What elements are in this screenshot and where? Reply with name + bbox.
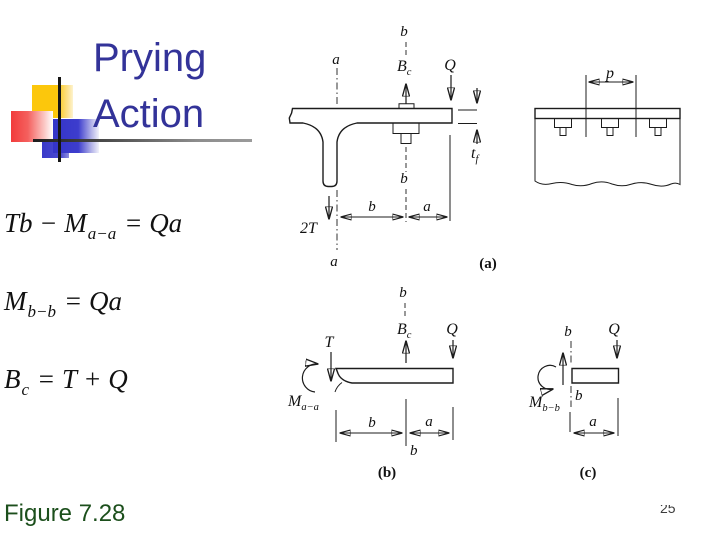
flange-fillet-tail	[334, 382, 343, 393]
title-line-1: Prying	[93, 36, 207, 80]
label-bolt-force-bc: Bc	[397, 321, 412, 341]
label-t-force: T	[325, 334, 335, 351]
plate-body-torn	[534, 118, 681, 187]
diagram-b: b Bc Q T Ma−a b a b (b)	[287, 285, 458, 481]
plan-bolt-1	[554, 119, 572, 136]
page-number: 25	[660, 505, 676, 516]
label-b-axis-bottom: b	[410, 443, 418, 459]
dim-label-b: b	[368, 415, 376, 431]
bolt-nut	[601, 119, 619, 128]
caption-a: (a)	[479, 256, 497, 272]
equation-moment-bb: Mb−b= Qa	[4, 286, 122, 321]
label-q-force: Q	[444, 57, 456, 74]
bolt-shank	[654, 127, 662, 136]
equation-bolt-force: Bc= T + Q	[4, 364, 128, 399]
bolt-shank	[559, 127, 567, 136]
bolt-nut	[392, 123, 420, 134]
label-moment-mbb: Mb−b	[528, 394, 560, 414]
dim-label-a: a	[423, 199, 431, 215]
figure-7-28-diagram: a b Bc Q b	[287, 24, 681, 481]
bolt-nut	[554, 119, 572, 128]
equation-prying-moment-aa: Tb − Ma−a= Qa	[4, 208, 183, 243]
label-q-force: Q	[608, 321, 620, 338]
diagram-a: a b Bc Q b	[288, 24, 497, 272]
bolt-shank	[606, 127, 614, 136]
diagram-bolt-pitch: p	[534, 65, 681, 187]
caption-c: (c)	[580, 465, 597, 481]
plate-flange	[534, 107, 681, 120]
moment-arc-mbb	[537, 364, 557, 389]
label-b-axis-top: b	[400, 24, 408, 40]
plan-bolt-3	[649, 119, 667, 136]
moment-arc-maa	[301, 364, 318, 393]
plan-bolt-2	[601, 119, 619, 136]
title-line-2: Action	[93, 92, 205, 136]
tee-section-outline	[288, 107, 453, 188]
label-b-axis-top: b	[564, 324, 572, 340]
bolt-head	[398, 103, 415, 108]
label-moment-maa: Ma−a	[287, 393, 319, 413]
dim-label-a: a	[589, 414, 597, 430]
ornament-red-square	[11, 111, 53, 142]
label-bolt-force-bc: Bc	[397, 58, 412, 78]
flange-tip-strip	[571, 367, 620, 384]
diagram-c: b Q Mb−b b a (c)	[528, 321, 620, 481]
label-q-force: Q	[446, 321, 458, 338]
dim-label-a: a	[425, 414, 433, 430]
label-p-pitch: p	[605, 65, 614, 82]
label-b-axis-mid: b	[400, 171, 408, 187]
label-b-axis-bottom: b	[575, 388, 583, 404]
ornament-vertical-line	[58, 77, 61, 162]
title-underline-rule	[33, 139, 252, 142]
flange-strip	[334, 367, 454, 384]
dim-label-b: b	[368, 199, 376, 215]
label-tf: tf	[471, 145, 480, 165]
caption-b: (b)	[378, 465, 396, 481]
bolt-nut	[649, 119, 667, 128]
label-a-axis-top: a	[332, 52, 340, 68]
label-2t-force: 2T	[300, 220, 318, 237]
figure-caption: Figure 7.28	[4, 500, 126, 527]
slide-title: Prying Action	[93, 30, 206, 142]
bolt-shank	[400, 133, 412, 144]
label-a-axis-bottom: a	[330, 254, 338, 270]
label-b-axis-top: b	[399, 285, 407, 301]
